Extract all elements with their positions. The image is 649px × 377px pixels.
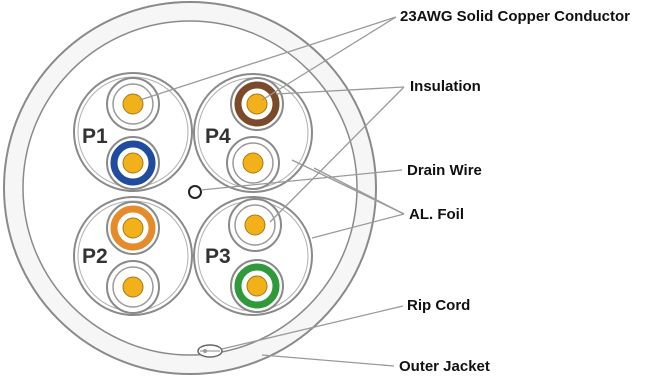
pair-p3: P3 (193, 196, 313, 316)
label-al-foil: AL. Foil (409, 206, 464, 223)
pair-p4-label: P4 (205, 125, 231, 148)
label-drain-wire: Drain Wire (407, 162, 482, 179)
leader-conductor-2 (261, 16, 397, 101)
p1-white-insulation-ring (112, 83, 154, 125)
leader-jacket (261, 354, 395, 367)
rip-cord (197, 344, 223, 358)
p3-white-conductor (244, 214, 266, 236)
p4-color-conductor (246, 93, 268, 115)
leader-foil-2 (313, 167, 405, 215)
pair-p2-label: P2 (82, 245, 108, 268)
p2-white-insulation-ring (112, 266, 154, 308)
label-insulation: Insulation (410, 78, 481, 95)
p3-color-stripe (234, 263, 280, 309)
p1-color-stripe (110, 140, 156, 186)
pair-p4: P4 (193, 73, 313, 193)
p4-white-insulation-ring (232, 142, 274, 184)
leader-lines (139, 16, 405, 367)
pair-p3-label: P3 (205, 245, 231, 268)
pair-p2-foil (73, 196, 193, 316)
pair-p1: P1 (73, 72, 193, 192)
p1-white-conductor (122, 93, 144, 115)
p1-color-conductor (122, 152, 144, 174)
label-rip-cord: Rip Cord (407, 297, 471, 314)
leader-insulation-2 (269, 86, 405, 223)
p2-white-conductor (122, 276, 144, 298)
drain-wire (188, 185, 202, 199)
p2-color-stripe (110, 205, 156, 251)
p3-color-conductor (246, 275, 268, 297)
label-conductor: 23AWG Solid Copper Conductor (400, 8, 631, 25)
pair-p1-label: P1 (82, 125, 108, 148)
pair-p2: P2 (73, 196, 193, 316)
leader-foil-3 (311, 213, 405, 239)
leader-drain (200, 169, 403, 191)
label-outer-jacket: Outer Jacket (399, 358, 490, 375)
pair-p1-foil (73, 72, 193, 192)
p2-color-conductor (122, 217, 144, 239)
p4-color-stripe (234, 81, 280, 127)
leader-conductor-1 (139, 16, 397, 101)
leader-insulation-1 (275, 86, 405, 95)
leader-ripcord (221, 305, 404, 350)
p3-white-insulation-ring (234, 204, 276, 246)
p4-white-conductor (242, 152, 264, 174)
